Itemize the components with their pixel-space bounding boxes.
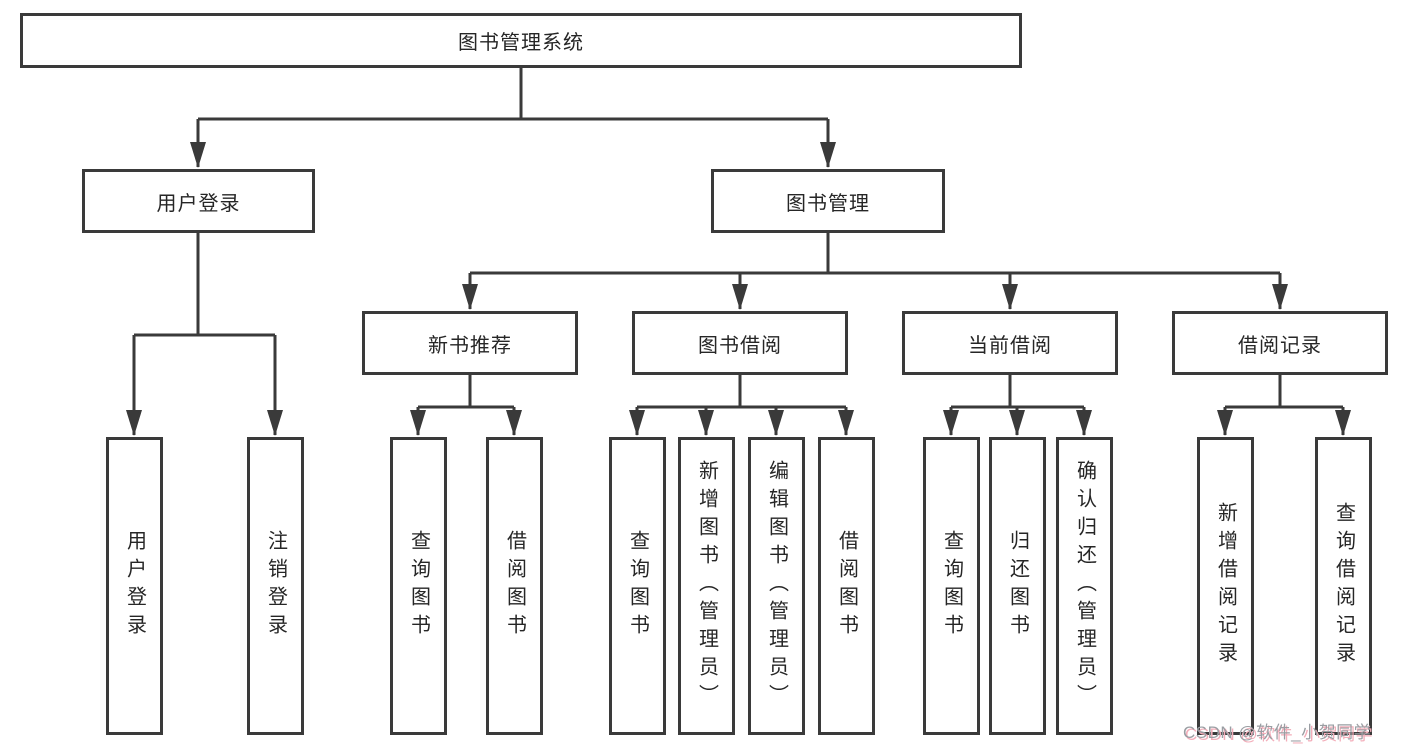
node-library-system: 图书管理系统 [20, 13, 1022, 68]
leaf-query-books-current: 查询图书 [923, 437, 980, 735]
leaf-borrow-books-recommend: 借阅图书 [486, 437, 543, 735]
leaf-user-login: 用户登录 [106, 437, 163, 735]
node-new-book-recommend: 新书推荐 [362, 311, 578, 375]
node-current-borrowing: 当前借阅 [902, 311, 1118, 375]
leaf-confirm-return-admin: 确认归还（管理员） [1056, 437, 1113, 735]
leaf-query-books-borrowing: 查询图书 [609, 437, 666, 735]
leaf-edit-book-admin: 编辑图书（管理员） [748, 437, 805, 735]
node-user-login: 用户登录 [82, 169, 315, 233]
leaf-add-book-admin: 新增图书（管理员） [678, 437, 735, 735]
node-book-management: 图书管理 [711, 169, 945, 233]
leaf-return-book: 归还图书 [989, 437, 1046, 735]
leaf-query-borrow-record: 查询借阅记录 [1315, 437, 1372, 735]
leaf-query-books-recommend: 查询图书 [390, 437, 447, 735]
node-borrow-records: 借阅记录 [1172, 311, 1388, 375]
node-book-borrowing: 图书借阅 [632, 311, 848, 375]
csdn-watermark: CSDN @软件_小贺同学 [1183, 723, 1372, 742]
leaf-add-borrow-record: 新增借阅记录 [1197, 437, 1254, 735]
leaf-borrow-books-borrowing: 借阅图书 [818, 437, 875, 735]
leaf-logout: 注销登录 [247, 437, 304, 735]
